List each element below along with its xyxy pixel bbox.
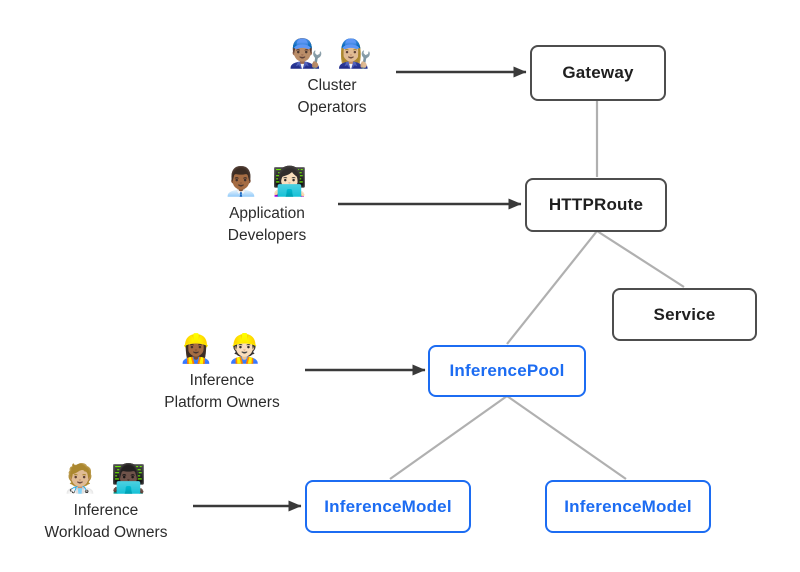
mechanic-emoji-icon: 👨🏽‍🔧 👩🏼‍🔧 <box>288 38 376 69</box>
edge-inferencepool-inferencemodel-right <box>506 395 627 480</box>
application-developers-label: Application Developers <box>227 205 307 244</box>
inference-workload-owners-label: Inference Workload Owners <box>44 502 168 541</box>
edge-httproute-inferencepool <box>506 230 598 345</box>
inferencepool-node-label: InferencePool <box>449 361 565 380</box>
inference-platform-owners-label: Inference Platform Owners <box>164 372 280 411</box>
inference-workload-owners-actor: 🧑🏼‍⚕️ 👨🏿‍💻 Inference Workload Owners <box>11 461 201 544</box>
service-node-label: Service <box>653 304 716 324</box>
workload-owner-emoji-icon: 🧑🏼‍⚕️ 👨🏿‍💻 <box>62 463 150 494</box>
application-developers-actor: 👨🏾‍💼 👩🏻‍💻 Application Developers <box>182 164 352 247</box>
inferencemodel-right-node: InferenceModel <box>545 480 711 533</box>
construction-worker-emoji-icon: 👷🏾‍♀️ 👷🏻 <box>178 333 266 364</box>
gateway-node: Gateway <box>530 45 666 101</box>
inference-platform-owners-actor: 👷🏾‍♀️ 👷🏻 Inference Platform Owners <box>127 331 317 414</box>
inferencemodel-right-node-label: InferenceModel <box>564 496 692 516</box>
httproute-node: HTTPRoute <box>525 178 667 232</box>
inferencepool-node: InferencePool <box>428 345 586 397</box>
cluster-operators-label: Cluster Operators <box>297 77 367 116</box>
edge-httproute-service <box>596 230 685 288</box>
httproute-node-label: HTTPRoute <box>548 195 644 214</box>
inferencemodel-left-node: InferenceModel <box>305 480 471 533</box>
edge-inferencepool-inferencemodel-left <box>389 395 508 480</box>
cluster-operators-actor: 👨🏽‍🔧 👩🏼‍🔧 Cluster Operators <box>247 36 417 119</box>
developer-emoji-icon: 👨🏾‍💼 👩🏻‍💻 <box>223 166 311 197</box>
service-node: Service <box>612 288 757 341</box>
gateway-node-label: Gateway <box>562 63 634 82</box>
inferencemodel-left-node-label: InferenceModel <box>324 496 452 516</box>
